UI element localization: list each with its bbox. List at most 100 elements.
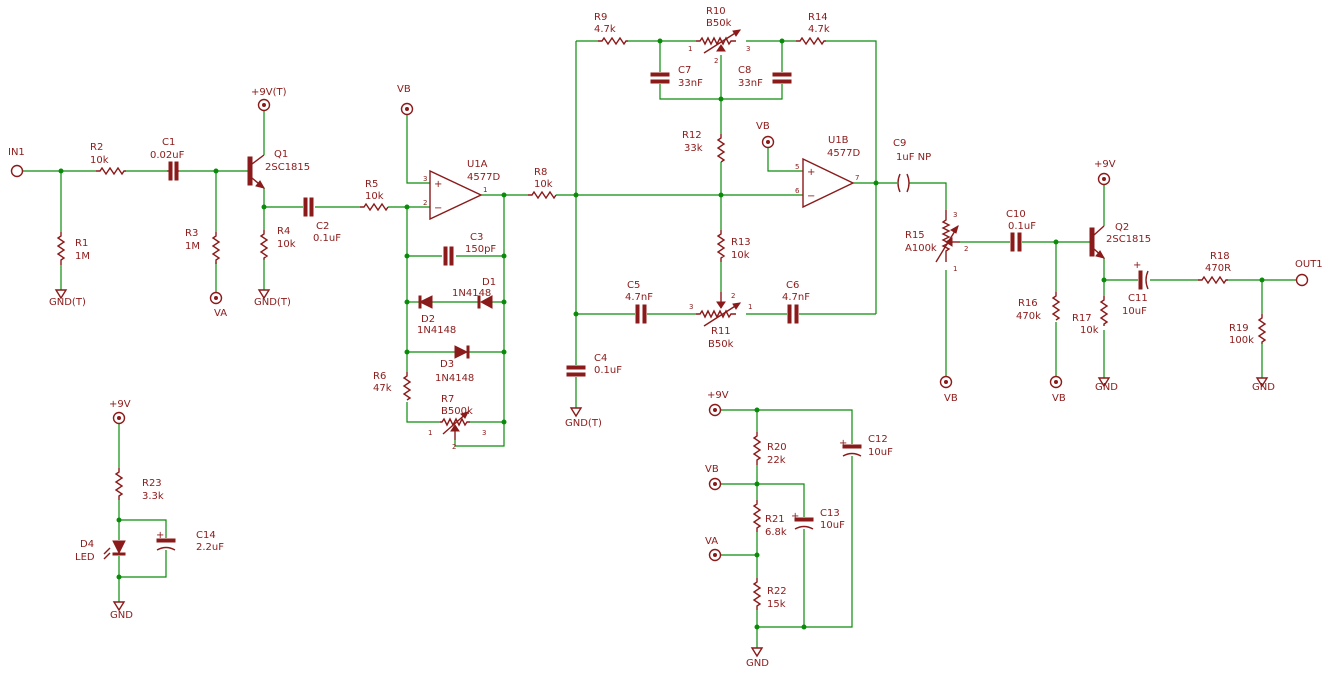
svg-text:B50k: B50k [708, 339, 734, 350]
svg-text:C11: C11 [1128, 293, 1148, 304]
svg-text:R15: R15 [905, 230, 925, 241]
svg-text:150pF: 150pF [465, 244, 496, 255]
svg-text:10uF: 10uF [868, 447, 893, 458]
svg-text:R3: R3 [185, 228, 198, 239]
svg-text:100k: 100k [1229, 335, 1254, 346]
ground-r17: GND [1095, 377, 1118, 393]
supply-9v-led: +9V [109, 399, 131, 425]
svg-text:10k: 10k [277, 239, 296, 250]
svg-text:1: 1 [688, 45, 692, 53]
svg-text:2: 2 [714, 57, 718, 65]
svg-text:R2: R2 [90, 142, 103, 153]
svg-text:4.7k: 4.7k [808, 24, 830, 35]
svg-text:VA: VA [214, 308, 227, 319]
svg-text:+9V: +9V [707, 390, 729, 401]
svg-text:0.02uF: 0.02uF [150, 150, 185, 161]
svg-text:+9V: +9V [1094, 159, 1116, 170]
svg-text:U1B: U1B [828, 135, 849, 146]
svg-text:+: + [807, 167, 815, 178]
supply-vb-u1b: VB [756, 121, 775, 149]
svg-text:R13: R13 [731, 237, 751, 248]
svg-text:6: 6 [795, 187, 800, 195]
svg-text:GND(T): GND(T) [565, 418, 602, 429]
out1-port: OUT1 [1295, 259, 1323, 287]
svg-text:3: 3 [423, 175, 427, 183]
svg-text:2: 2 [964, 245, 968, 253]
svg-text:R1: R1 [75, 238, 88, 249]
svg-text:C2: C2 [316, 221, 329, 232]
svg-text:10uF: 10uF [1122, 306, 1147, 317]
capacitor-c5: C54.7nF [625, 280, 653, 324]
svg-text:2SC1815: 2SC1815 [265, 162, 310, 173]
svg-text:R12: R12 [682, 130, 702, 141]
svg-text:15k: 15k [767, 599, 786, 610]
capacitor-c1: C10.02uF [150, 137, 185, 181]
svg-text:R10: R10 [706, 6, 726, 17]
svg-text:R22: R22 [767, 586, 787, 597]
svg-text:R6: R6 [373, 371, 386, 382]
svg-text:1N4148: 1N4148 [435, 373, 474, 384]
svg-text:R11: R11 [711, 326, 731, 337]
svg-text:VB: VB [756, 121, 770, 132]
svg-text:D4: D4 [80, 539, 94, 550]
svg-text:GND: GND [110, 610, 133, 621]
supply-vb-r15: VB [939, 375, 958, 404]
svg-text:C13: C13 [820, 508, 840, 519]
svg-text:1: 1 [953, 265, 957, 273]
svg-text:R19: R19 [1229, 323, 1249, 334]
svg-text:10k: 10k [534, 179, 553, 190]
svg-text:+: + [1133, 260, 1141, 271]
svg-text:R23: R23 [142, 478, 162, 489]
svg-text:4.7nF: 4.7nF [782, 292, 810, 303]
svg-text:4.7nF: 4.7nF [625, 292, 653, 303]
svg-text:C9: C9 [893, 138, 906, 149]
svg-text:2: 2 [452, 443, 456, 451]
svg-text:+9V: +9V [109, 399, 131, 410]
svg-text:R8: R8 [534, 167, 547, 178]
ground-r1: GND(T) [49, 289, 86, 308]
svg-text:D3: D3 [440, 359, 454, 370]
svg-text:VB: VB [1052, 393, 1066, 404]
svg-text:3: 3 [746, 45, 750, 53]
svg-text:+: + [434, 179, 442, 190]
svg-text:10k: 10k [90, 155, 109, 166]
svg-text:47k: 47k [373, 383, 392, 394]
svg-text:+: + [156, 530, 164, 541]
svg-text:D2: D2 [421, 314, 435, 325]
diode-d3: D3 1N4148 [435, 345, 474, 384]
svg-text:6.8k: 6.8k [765, 527, 787, 538]
svg-text:GND(T): GND(T) [49, 297, 86, 308]
svg-text:VB: VB [397, 84, 411, 95]
svg-text:1: 1 [428, 429, 432, 437]
svg-text:33nF: 33nF [738, 78, 763, 89]
svg-text:D1: D1 [482, 277, 496, 288]
svg-text:2: 2 [423, 199, 427, 207]
svg-text:U1A: U1A [467, 159, 488, 170]
in1-port: IN1 [8, 147, 25, 178]
svg-text:+: + [839, 438, 847, 449]
svg-text:3: 3 [482, 429, 486, 437]
svg-text:Q2: Q2 [1115, 222, 1129, 233]
